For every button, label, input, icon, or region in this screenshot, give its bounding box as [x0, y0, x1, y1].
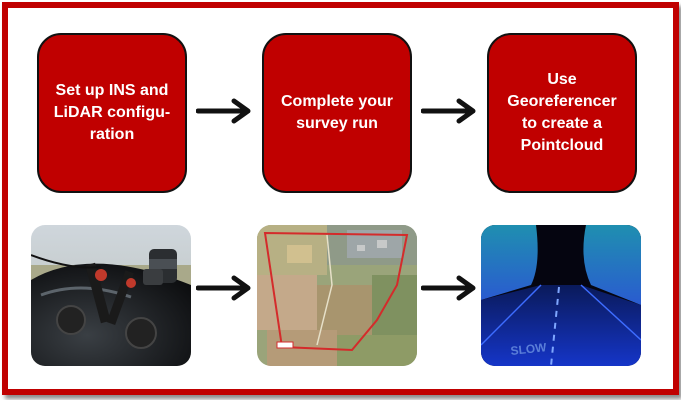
arrow-right-icon — [196, 275, 251, 301]
svg-text:SLOW: SLOW — [510, 340, 548, 358]
arrow-right-icon — [421, 275, 476, 301]
step-setup-label: Set up INS and LiDAR configu- ration — [53, 82, 171, 143]
lidar-sensor-photo — [31, 225, 191, 366]
step-georef-label: Use Georeferencer to create a Pointcloud — [507, 71, 617, 154]
arrow-right-icon — [196, 98, 251, 124]
arrow-right-icon — [421, 98, 476, 124]
pointcloud-photo: SLOW — [481, 225, 641, 366]
step-survey-box: Complete your survey run — [262, 33, 412, 193]
step-georef-box: Use Georeferencer to create a Pointcloud — [487, 33, 637, 193]
step-setup-box: Set up INS and LiDAR configu- ration — [37, 33, 187, 193]
survey-map-photo — [257, 225, 417, 366]
step-survey-label: Complete your survey run — [280, 93, 393, 132]
